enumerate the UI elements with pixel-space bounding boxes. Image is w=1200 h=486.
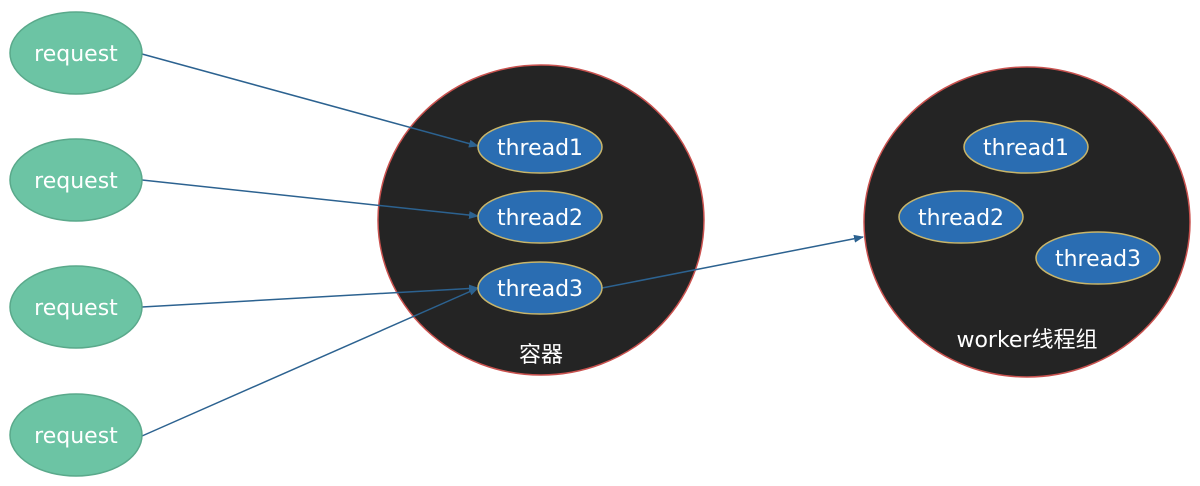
- request-node-shape: [9, 138, 143, 222]
- arrow-thread3-to-worker-group: [601, 234, 864, 289]
- arrow-request-4-to-thread3: [141, 287, 479, 437]
- thread-node-shape: [477, 261, 603, 315]
- container-thread-2: thread2: [477, 190, 603, 244]
- connectors: [141, 53, 864, 437]
- request-node-shape: [9, 11, 143, 95]
- thread-node-shape: [477, 190, 603, 244]
- worker-thread-3: thread3: [1035, 231, 1161, 285]
- thread-label: thread3: [497, 277, 583, 302]
- container-label: 容器: [519, 343, 563, 368]
- thread-node-shape: [477, 120, 603, 174]
- request-node-1: request: [9, 11, 143, 95]
- request-node-shape: [9, 265, 143, 349]
- request-label: request: [34, 42, 118, 67]
- container-thread-1: thread1: [477, 120, 603, 174]
- thread-node-shape: [898, 190, 1024, 244]
- arrow-request-1-to-thread1: [141, 53, 479, 148]
- request-label: request: [34, 424, 118, 449]
- worker-thread-2: thread2: [898, 190, 1024, 244]
- request-node-2: request: [9, 138, 143, 222]
- request-label: request: [34, 296, 118, 321]
- request-node-shape: [9, 393, 143, 477]
- thread-label: thread2: [497, 206, 583, 231]
- worker-group-label: worker线程组: [956, 328, 1097, 353]
- container-thread-3: thread3: [477, 261, 603, 315]
- request-node-3: request: [9, 265, 143, 349]
- arrow-request-2-to-thread2: [141, 179, 479, 220]
- request-node-4: request: [9, 393, 143, 477]
- worker-group-circle: [863, 66, 1191, 378]
- thread-label: thread3: [1055, 247, 1141, 272]
- thread-label: thread1: [983, 136, 1069, 161]
- worker-thread-1: thread1: [963, 120, 1089, 174]
- thread-node-shape: [1035, 231, 1161, 285]
- thread-label: thread1: [497, 136, 583, 161]
- request-label: request: [34, 169, 118, 194]
- thread-label: thread2: [918, 206, 1004, 231]
- thread-node-shape: [963, 120, 1089, 174]
- arrow-request-3-to-thread3: [141, 284, 479, 308]
